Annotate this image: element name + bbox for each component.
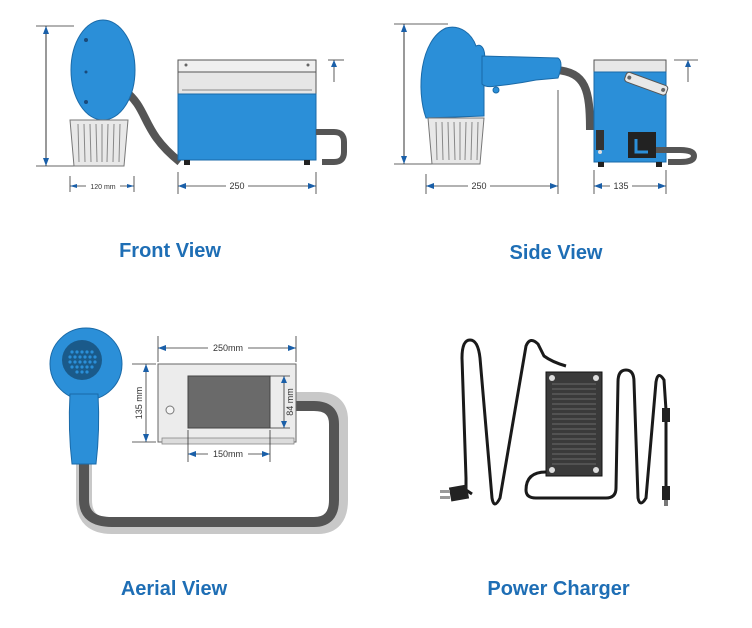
front-view-drawing: 120 mm 250 bbox=[36, 19, 347, 194]
side-view-drawing: 250 bbox=[394, 23, 698, 194]
charger-plug bbox=[440, 478, 473, 502]
aerial-dim-window-height: 84 mm bbox=[285, 388, 295, 416]
dryer-head-side bbox=[420, 26, 486, 119]
device-box-aerial bbox=[157, 363, 297, 445]
side-dim-width: 250 bbox=[471, 181, 486, 191]
side-view-caption: Side View bbox=[509, 242, 603, 264]
side-view-panel: 250 bbox=[376, 0, 752, 280]
dryer-brush-side bbox=[427, 117, 485, 165]
power-charger-drawing bbox=[440, 338, 670, 506]
power-charger-caption: Power Charger bbox=[487, 578, 630, 600]
aerial-view-drawing: 250mm 135 mm 84 mm 150mm bbox=[49, 327, 348, 534]
dryer-head-front bbox=[70, 19, 136, 121]
power-charger-panel: Power Charger bbox=[376, 300, 752, 628]
front-view-caption: Front View bbox=[119, 240, 221, 262]
device-box-front bbox=[177, 59, 317, 165]
charger-brick bbox=[545, 371, 603, 477]
aerial-dim-left: 135 mm bbox=[134, 387, 144, 420]
front-dim-head-width: 120 mm bbox=[90, 184, 115, 191]
side-dim-depth: 135 bbox=[613, 181, 628, 191]
dryer-handle-side bbox=[481, 55, 562, 88]
front-view-panel: 120 mm 250 Front View bbox=[0, 0, 376, 280]
dryer-brush-front bbox=[69, 119, 129, 167]
front-dim-box-width: 250 bbox=[229, 181, 244, 191]
aerial-dim-top: 250mm bbox=[213, 343, 243, 353]
aerial-view-caption: Aerial View bbox=[120, 578, 228, 600]
device-box-side bbox=[593, 59, 669, 167]
dryer-aerial bbox=[49, 327, 123, 465]
aerial-dim-window-width: 150mm bbox=[213, 449, 243, 459]
aerial-view-panel: 250mm 135 mm 84 mm 150mm Aerial View bbox=[0, 300, 376, 628]
